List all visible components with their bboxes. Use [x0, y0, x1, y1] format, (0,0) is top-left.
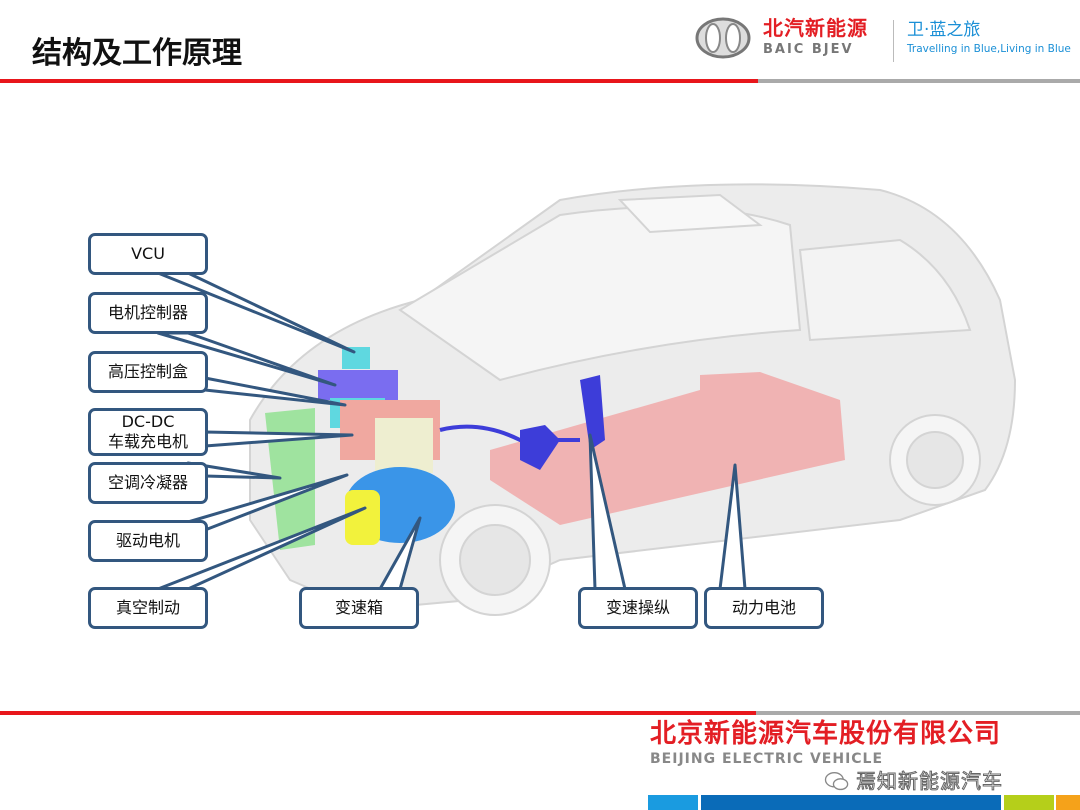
callout-label: 变速箱	[334, 598, 383, 617]
components	[265, 347, 845, 550]
callout-condenser: 空调冷凝器	[88, 462, 208, 504]
page-title: 结构及工作原理	[32, 36, 242, 71]
wechat-icon	[824, 771, 849, 791]
hv-cable	[439, 424, 580, 442]
header-divider	[893, 20, 894, 62]
company-name-cn: 北京新能源汽车股份有限公司	[650, 719, 1002, 749]
callout-label: 电机控制器	[107, 303, 188, 322]
callout-label: 高压控制盒	[107, 362, 188, 381]
callout-label: DC-DC	[121, 412, 175, 431]
callout-label: 真空制动	[115, 598, 180, 617]
slogan-en: Travelling in Blue,Living in Blue	[907, 43, 1071, 55]
watermark-text: 焉知新能源汽车	[856, 769, 1003, 793]
header-rule-red	[0, 79, 758, 83]
footer-stripe	[701, 795, 1001, 810]
callout-label: 变速操纵	[605, 598, 670, 617]
footer-stripe	[648, 795, 698, 810]
vehicle-diagram	[156, 183, 1017, 616]
callout-battery: 动力电池	[704, 587, 824, 629]
callout-label: 车载充电机	[107, 432, 188, 451]
dcdc-part	[375, 418, 433, 473]
footer-rule-red	[0, 711, 756, 715]
baic-logo-icon	[695, 17, 751, 59]
brand-name-cn: 北汽新能源	[763, 16, 868, 40]
callout-shifter: 变速操纵	[578, 587, 698, 629]
callout-vcu: VCU	[88, 233, 208, 275]
battery-pack	[490, 372, 845, 525]
callout-label: 动力电池	[731, 598, 796, 617]
footer-stripe	[1056, 795, 1080, 810]
callout-drive-motor: 驱动电机	[88, 520, 208, 562]
callout-label: 驱动电机	[115, 531, 180, 550]
slogan-cn: 卫·蓝之旅	[907, 20, 981, 40]
vacuum-pump-part	[345, 490, 380, 545]
company-name-en: BEIJING ELECTRIC VEHICLE	[650, 751, 884, 767]
footer-rule-gray	[756, 711, 1080, 715]
shifter-part	[520, 375, 605, 470]
condenser-part	[265, 408, 315, 550]
callout-gearbox: 变速箱	[299, 587, 419, 629]
callout-vacuum-brake: 真空制动	[88, 587, 208, 629]
brand-name-en: BAIC BJEV	[763, 42, 854, 57]
header-rule-gray	[758, 79, 1080, 83]
callout-hv-box: 高压控制盒	[88, 351, 208, 393]
callout-label: VCU	[131, 244, 165, 263]
vcu-part	[342, 347, 370, 369]
callout-label: 空调冷凝器	[107, 473, 188, 492]
footer-stripe	[1004, 795, 1054, 810]
callout-motor-controller: 电机控制器	[88, 292, 208, 334]
